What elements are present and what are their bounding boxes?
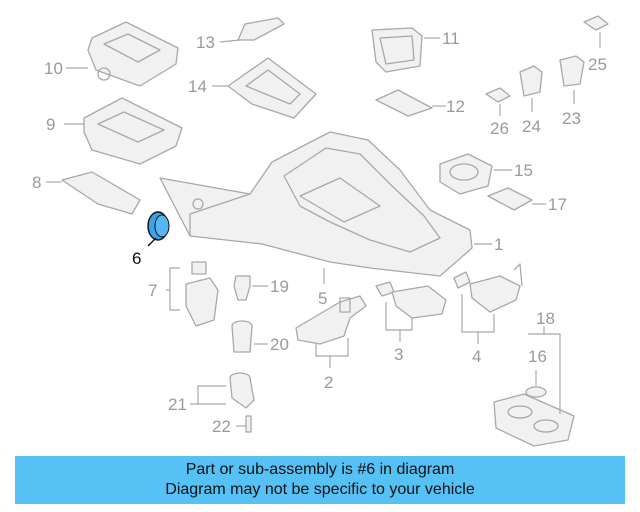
part-25: 25: [583, 15, 609, 74]
part-6-highlighted: 6: [132, 211, 170, 268]
parts-diagram: 13 11 10 14 12 26 24: [32, 15, 609, 447]
callout-16: 16: [528, 347, 547, 366]
callout-25: 25: [588, 55, 607, 74]
callout-18: 18: [536, 309, 555, 328]
callout-17: 17: [548, 195, 567, 214]
part-7: 7: [148, 261, 219, 327]
callout-9: 9: [46, 115, 55, 134]
part-10: 10: [44, 21, 179, 87]
part-1: 1 5: [159, 131, 503, 308]
callout-8: 8: [32, 173, 41, 192]
part-13: 13: [196, 17, 285, 52]
callout-7: 7: [148, 281, 157, 300]
part-23: 23: [559, 55, 585, 128]
part-3: 3: [375, 281, 447, 364]
callout-21: 21: [168, 395, 187, 414]
callout-15: 15: [514, 161, 533, 180]
part-21: 21: [168, 372, 255, 414]
callout-14: 14: [188, 77, 207, 96]
callout-10: 10: [44, 59, 63, 78]
callout-13: 13: [196, 33, 215, 52]
part-20: 20: [231, 320, 289, 354]
callout-19: 19: [270, 277, 289, 296]
part-26: 26: [485, 87, 511, 138]
callout-5: 5: [318, 289, 327, 308]
part-12: 12: [375, 89, 465, 117]
caption-line-1: Part or sub-assembly is #6 in diagram: [185, 461, 455, 478]
part-19: 19: [233, 275, 289, 301]
caption-banner: Part or sub-assembly is #6 in diagram Di…: [15, 456, 625, 504]
callout-12: 12: [446, 97, 465, 116]
part-2: 2: [295, 295, 367, 392]
part-16: 16: [525, 347, 547, 398]
callout-3: 3: [394, 345, 403, 364]
callout-1: 1: [494, 235, 503, 254]
part-14: 14: [188, 57, 317, 119]
callout-24: 24: [522, 117, 541, 136]
callout-20: 20: [270, 335, 289, 354]
part-22: 22: [212, 415, 252, 436]
part-17: 17: [487, 187, 567, 214]
part-18: 18: [493, 309, 575, 447]
part-11: 11: [371, 27, 460, 73]
part-8: 8: [32, 171, 141, 215]
callout-23: 23: [562, 109, 581, 128]
callout-2: 2: [324, 373, 333, 392]
callout-22: 22: [212, 417, 231, 436]
callout-11: 11: [442, 29, 460, 48]
part-9: 9: [46, 97, 183, 165]
part-15: 15: [439, 153, 533, 195]
part-24: 24: [519, 65, 543, 136]
callout-6: 6: [132, 249, 141, 268]
caption-line-2: Diagram may not be specific to your vehi…: [165, 481, 475, 498]
part-4: 4: [453, 263, 523, 366]
callout-26: 26: [490, 119, 509, 138]
callout-4: 4: [472, 347, 481, 366]
